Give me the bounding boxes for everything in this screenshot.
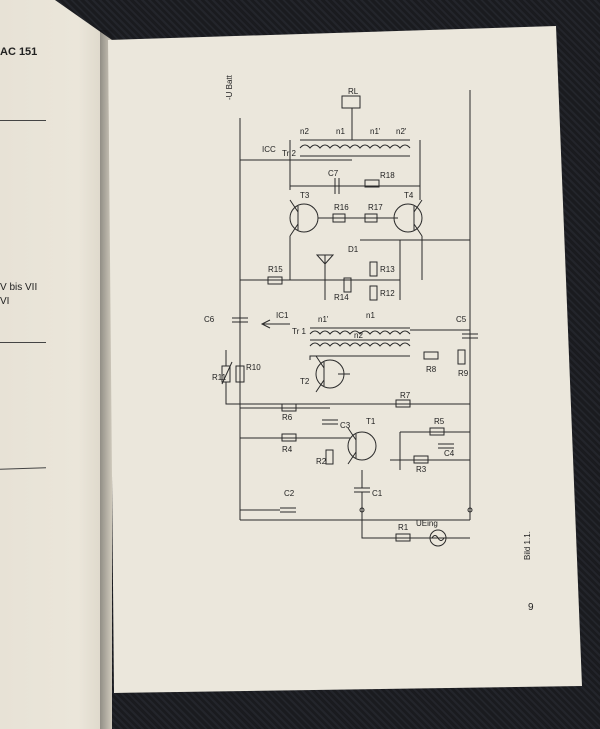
label-n2-mid: n2 — [354, 331, 363, 340]
label-c6: C6 — [204, 315, 215, 324]
label-c2: C2 — [284, 489, 295, 498]
label-t3: T3 — [300, 191, 310, 200]
label-n1-tl: n1 — [336, 127, 345, 136]
label-r16: R16 — [334, 203, 349, 212]
label-n2-tr: n2' — [396, 127, 407, 136]
label-r5: R5 — [434, 417, 445, 426]
left-line-2: VI — [0, 296, 10, 307]
label-n1-tr: n1' — [370, 127, 381, 136]
label-r1: R1 — [398, 523, 409, 532]
label-n2-tl: n2 — [300, 127, 309, 136]
caption-bild: Bild 1.1. — [523, 531, 532, 560]
label-c4: C4 — [444, 449, 455, 458]
label-rl: RL — [348, 87, 359, 96]
label-c1: C1 — [372, 489, 383, 498]
label-tr2: Tr 2 — [282, 149, 296, 158]
label-ubatt: -U Batt — [225, 74, 234, 100]
left-divider-2 — [0, 342, 46, 343]
page-number: 9 — [528, 602, 534, 613]
label-r15: R15 — [268, 265, 283, 274]
label-r18: R18 — [380, 171, 395, 180]
label-r4: R4 — [282, 445, 293, 454]
label-r12: R12 — [380, 289, 395, 298]
label-r6: R6 — [282, 413, 293, 422]
label-ueing: UEing — [416, 519, 438, 528]
label-r2: R2 — [316, 457, 327, 466]
label-c3: C3 — [340, 421, 351, 430]
label-r17: R17 — [368, 203, 383, 212]
label-r11: R11 — [212, 373, 227, 382]
label-r7: R7 — [400, 391, 411, 400]
label-r14: R14 — [334, 293, 349, 302]
left-heading: AC 151 — [0, 46, 38, 58]
label-n1-mr: n1 — [366, 311, 375, 320]
left-page: AC 151 V bis VII VI — [0, 0, 112, 729]
label-ic1: IC1 — [276, 311, 289, 320]
label-r8: R8 — [426, 365, 437, 374]
label-r13: R13 — [380, 265, 395, 274]
label-t1: T1 — [366, 417, 376, 426]
label-n1-ml: n1' — [318, 315, 329, 324]
left-divider-1 — [0, 120, 46, 121]
label-r10: R10 — [246, 363, 261, 372]
left-line-1: V bis VII — [0, 282, 38, 293]
label-icc: ICC — [262, 145, 276, 154]
label-c5: C5 — [456, 315, 467, 324]
label-d1: D1 — [348, 245, 359, 254]
label-c7: C7 — [328, 169, 339, 178]
label-t4: T4 — [404, 191, 414, 200]
right-page — [108, 26, 582, 693]
label-tr1: Tr 1 — [292, 327, 306, 336]
label-t2: T2 — [300, 377, 310, 386]
label-r3: R3 — [416, 465, 427, 474]
label-r9: R9 — [458, 369, 469, 378]
